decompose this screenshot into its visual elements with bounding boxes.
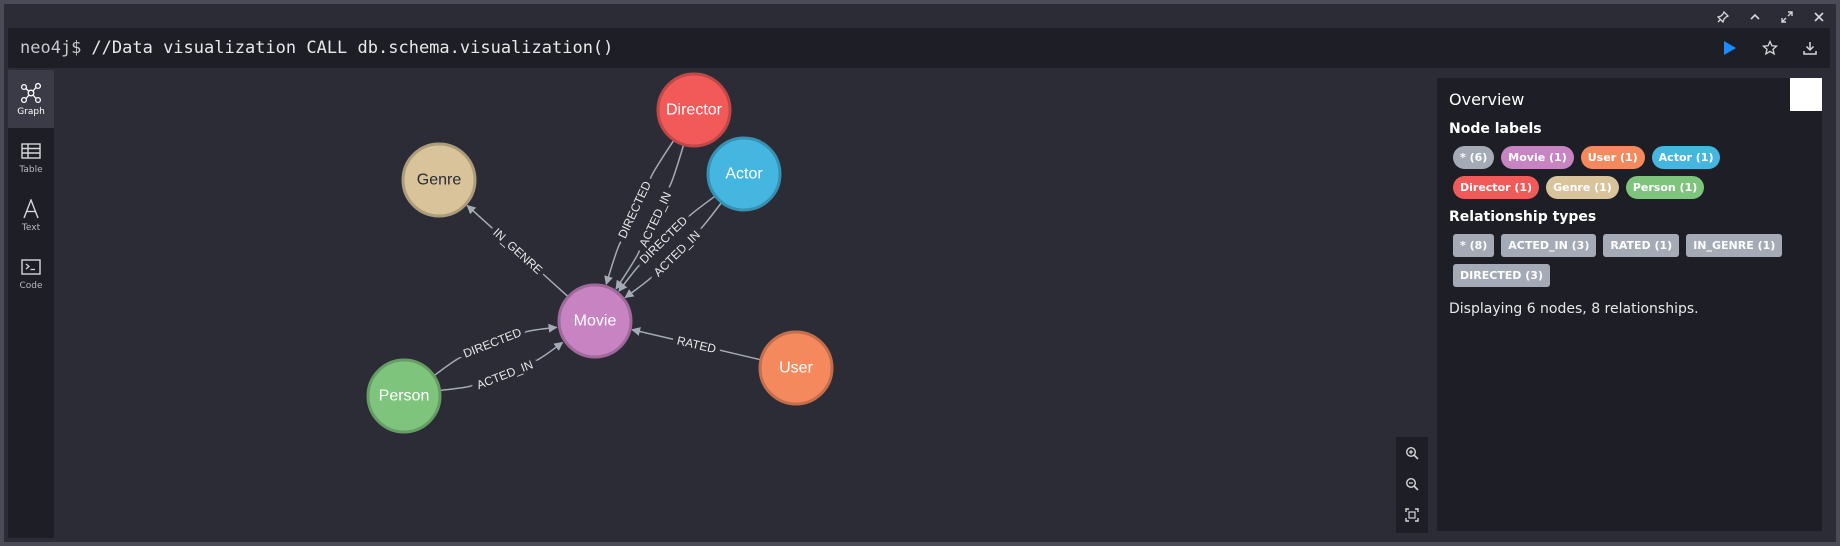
relationship-acted-in[interactable]: ACTED_IN [440, 341, 564, 392]
relationship-rated[interactable]: RATED [631, 327, 762, 361]
node-circle[interactable] [758, 330, 834, 406]
sidebar-item-code[interactable]: Code [8, 244, 54, 302]
sidebar-item-graph[interactable]: Graph [8, 70, 54, 128]
node-caption: Person [379, 388, 430, 405]
node-circle[interactable] [366, 358, 442, 434]
node-director[interactable]: Director [656, 72, 732, 148]
editor-prompt: neo4j$ [20, 38, 82, 58]
sidebar-item-label: Table [19, 164, 43, 175]
node-circle[interactable] [656, 72, 732, 148]
node-circle[interactable] [557, 283, 633, 359]
zoom-out-icon[interactable] [1396, 468, 1428, 499]
relationship-arrow[interactable] [466, 204, 493, 229]
panel-toggle-button[interactable] [1790, 78, 1822, 111]
relationship-type-chip[interactable]: * (8) [1453, 234, 1495, 257]
relationship-line[interactable] [668, 144, 685, 188]
query-editor[interactable]: neo4j$ //Data visualization CALL db.sche… [8, 28, 1830, 68]
node-actor[interactable]: Actor [706, 136, 782, 212]
relationship-arrow[interactable] [604, 241, 622, 286]
relationship-line[interactable] [719, 349, 762, 361]
relationship-arrow[interactable] [631, 327, 674, 340]
overview-title: Overview [1449, 90, 1525, 109]
node-label-chip[interactable]: Genre (1) [1546, 176, 1619, 199]
collapse-icon[interactable] [1746, 8, 1764, 26]
node-user[interactable]: User [758, 330, 834, 406]
relationship-type-chip[interactable]: DIRECTED (3) [1453, 264, 1550, 287]
zoom-controls [1396, 437, 1428, 533]
download-icon [1803, 42, 1817, 55]
relationship-types-heading: Relationship types [1449, 209, 1597, 225]
node-caption: Movie [574, 313, 617, 330]
relationship-arrow[interactable] [535, 341, 564, 361]
fullscreen-icon[interactable] [1778, 8, 1796, 26]
relationship-acted-in[interactable]: ACTED_IN [624, 202, 723, 299]
table-icon [21, 140, 41, 162]
relationship-type-chip[interactable]: RATED (1) [1603, 234, 1680, 257]
overview-panel: Overview Node labels * (6) Movie (1) User … [1437, 78, 1822, 531]
relationship-line[interactable] [699, 202, 723, 229]
star-icon [1762, 40, 1778, 56]
graph-summary: Displaying 6 nodes, 8 relationships. [1449, 301, 1699, 317]
window-controls [1714, 8, 1828, 26]
relationship-directed[interactable]: DIRECTED [434, 323, 558, 376]
pin-icon[interactable] [1714, 8, 1732, 26]
relationship-label: RATED [676, 333, 718, 356]
zoom-in-icon[interactable] [1396, 437, 1428, 468]
code-icon [21, 256, 41, 278]
node-movie[interactable]: Movie [557, 283, 633, 359]
node-circle[interactable] [706, 136, 782, 212]
text-icon [22, 198, 40, 220]
node-label-chip[interactable]: Actor (1) [1651, 146, 1721, 169]
node-label-chip[interactable]: Movie (1) [1501, 146, 1574, 169]
node-label-chip[interactable]: Director (1) [1453, 176, 1540, 199]
sidebar-item-label: Code [19, 280, 43, 291]
sidebar-item-label: Text [21, 222, 41, 233]
favorite-button[interactable] [1750, 28, 1790, 68]
relationship-arrow[interactable] [524, 323, 558, 334]
download-button[interactable] [1790, 28, 1830, 68]
relationship-arrow[interactable] [618, 264, 641, 292]
node-labels-heading: Node labels [1449, 121, 1542, 137]
node-caption: Director [666, 102, 723, 119]
query-text[interactable]: //Data visualization CALL db.schema.visu… [91, 38, 614, 58]
relationship-line[interactable] [688, 195, 716, 218]
sidebar-item-label: Graph [17, 106, 45, 117]
play-icon [1724, 41, 1736, 55]
relationship-label: DIRECTED [461, 325, 524, 361]
relationship-in-genre[interactable]: IN_GENRE [466, 204, 569, 298]
relationship-type-chip[interactable]: ACTED_IN (3) [1501, 234, 1597, 257]
node-person[interactable]: Person [366, 358, 442, 434]
view-sidebar: Graph Table Text Code [8, 70, 54, 538]
relationship-types-list: * (8) ACTED_IN (3) RATED (1) IN_GENRE (1) DI… [1453, 234, 1803, 287]
relationship-line[interactable] [434, 356, 462, 376]
node-label-chip[interactable]: User (1) [1580, 146, 1645, 169]
relationship-line[interactable] [649, 139, 675, 179]
relationship-label: IN_GENRE [490, 225, 545, 277]
fit-icon[interactable] [1396, 499, 1428, 530]
node-caption: Genre [417, 172, 462, 189]
relationship-label: ACTED_IN [475, 357, 535, 392]
node-circle[interactable] [401, 142, 477, 218]
node-label-chip[interactable]: * (6) [1453, 146, 1495, 169]
sidebar-item-table[interactable]: Table [8, 128, 54, 186]
node-label-chip[interactable]: Person (1) [1625, 176, 1705, 199]
relationship-arrow[interactable] [624, 276, 652, 299]
node-genre[interactable]: Genre [401, 142, 477, 218]
editor-actions [1710, 28, 1830, 68]
relationship-type-chip[interactable]: IN_GENRE (1) [1686, 234, 1783, 257]
close-icon[interactable] [1810, 8, 1828, 26]
relationship-line[interactable] [440, 384, 473, 392]
node-labels-list: * (6) Movie (1) User (1) Actor (1) Director … [1453, 146, 1803, 199]
graph-icon [20, 82, 42, 104]
relationship-line[interactable] [542, 273, 569, 298]
node-caption: Actor [725, 166, 763, 183]
sidebar-item-text[interactable]: Text [8, 186, 54, 244]
run-button[interactable] [1710, 28, 1750, 68]
node-caption: User [779, 360, 813, 377]
